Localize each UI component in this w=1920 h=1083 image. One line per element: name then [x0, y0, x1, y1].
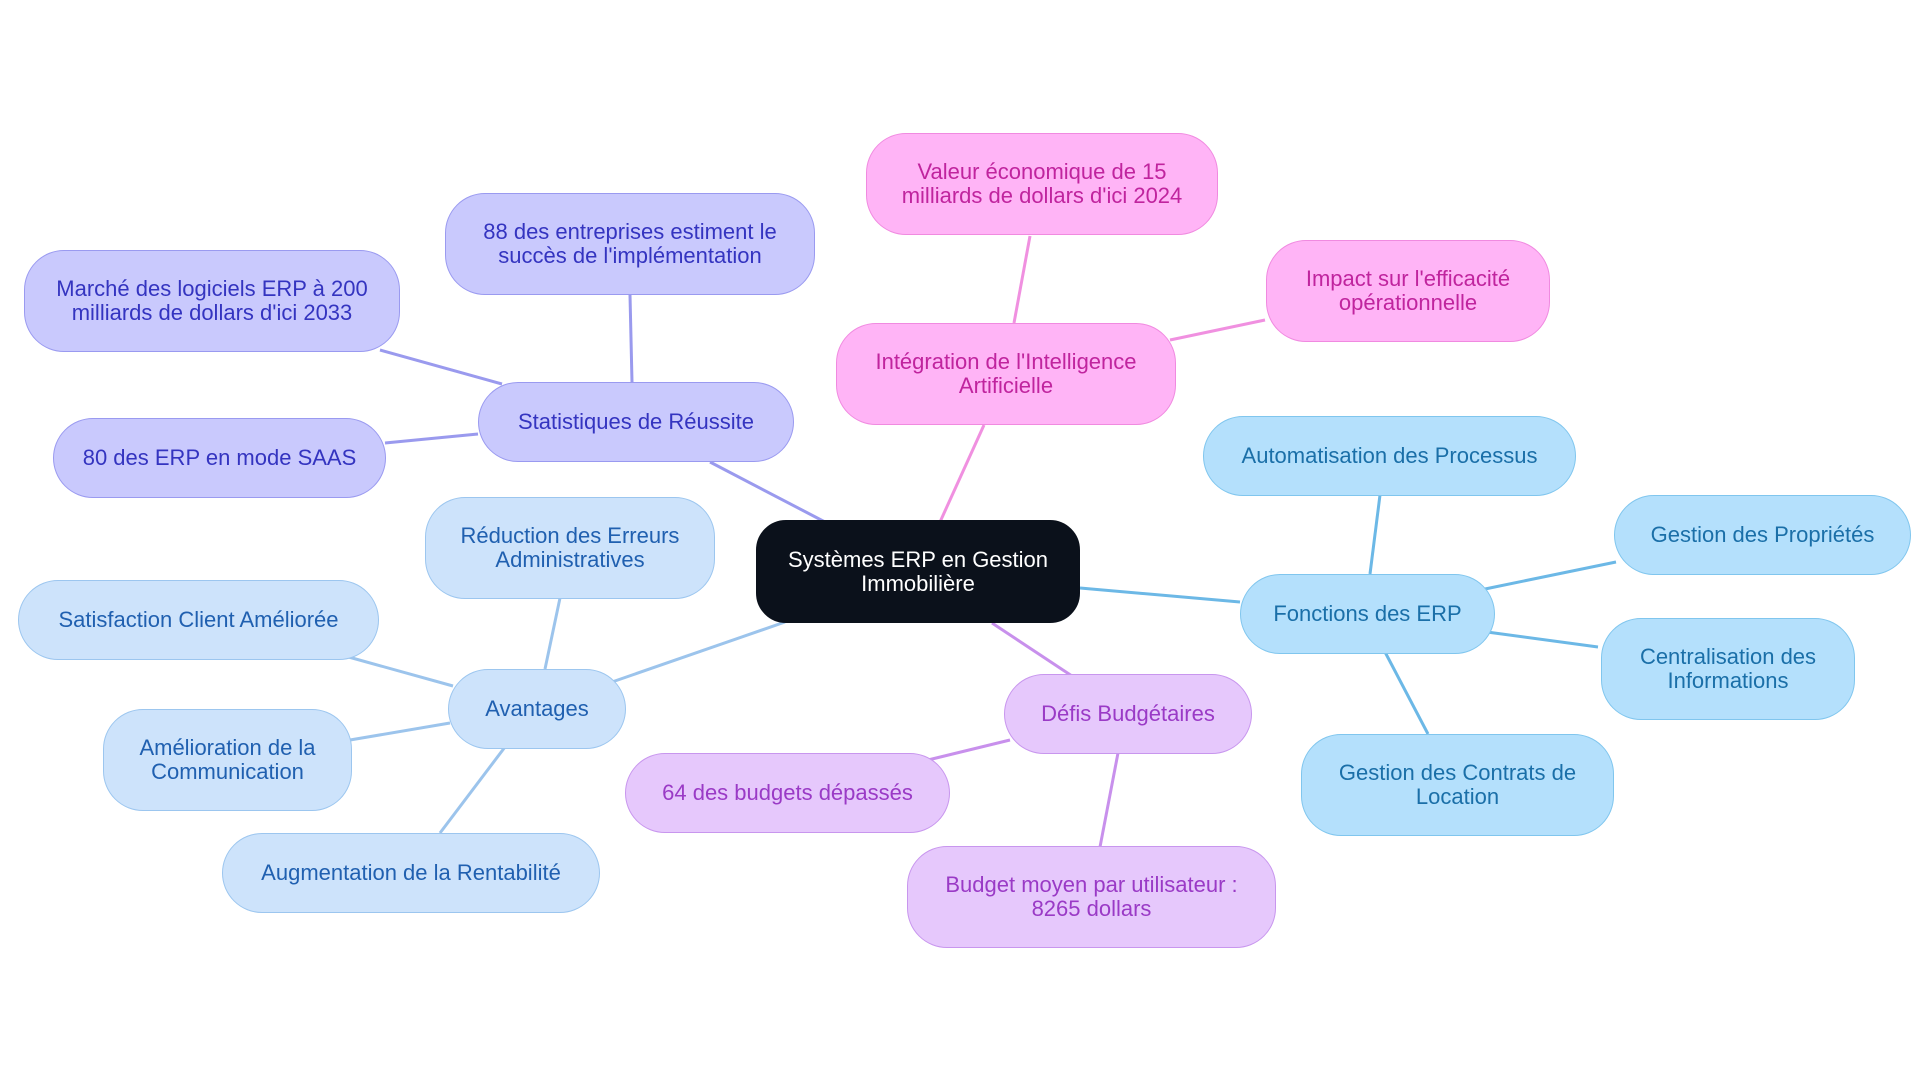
stat-implementation-success[interactable]: 88 des entreprises estiment le succès de…	[445, 193, 815, 295]
edge-root-stats	[709, 460, 826, 524]
edge-adv-4	[438, 746, 507, 834]
adv-reduction-erreurs[interactable]: Réduction des Erreurs Administratives	[425, 497, 715, 599]
edge-root-advantages	[611, 620, 786, 684]
edge-root-ai	[938, 424, 986, 523]
edge-stats-3	[384, 432, 479, 445]
edge-fn-1	[1368, 494, 1382, 575]
edge-bud-1	[927, 738, 1011, 762]
branch-fonctions[interactable]: Fonctions des ERP	[1240, 574, 1495, 654]
fn-automatisation[interactable]: Automatisation des Processus	[1203, 416, 1576, 496]
bud-depasses[interactable]: 64 des budgets dépassés	[625, 753, 950, 833]
stat-saas[interactable]: 80 des ERP en mode SAAS	[53, 418, 386, 498]
edge-root-budget	[991, 621, 1073, 678]
edge-stats-1	[628, 294, 634, 383]
fn-centralisation[interactable]: Centralisation des Informations	[1601, 618, 1855, 720]
edge-fn-2	[1484, 560, 1617, 591]
adv-communication[interactable]: Amélioration de la Communication	[103, 709, 352, 811]
ai-operational-efficiency[interactable]: Impact sur l'efficacité opérationnelle	[1266, 240, 1550, 342]
edge-stats-2	[379, 348, 503, 386]
fn-gestion-proprietes[interactable]: Gestion des Propriétés	[1614, 495, 1911, 575]
edge-fn-3	[1486, 630, 1599, 649]
edge-adv-1	[543, 597, 562, 670]
edge-ai-1	[1012, 235, 1032, 324]
stat-erp-market[interactable]: Marché des logiciels ERP à 200 milliards…	[24, 250, 400, 352]
ai-economic-value[interactable]: Valeur économique de 15 milliards de dol…	[866, 133, 1218, 235]
edge-adv-2	[344, 654, 454, 688]
edge-ai-2	[1169, 318, 1266, 342]
edge-fn-4	[1383, 651, 1430, 735]
branch-defis-budgetaires[interactable]: Défis Budgétaires	[1004, 674, 1252, 754]
edge-root-functions	[1079, 586, 1241, 604]
branch-statistiques[interactable]: Statistiques de Réussite	[478, 382, 794, 462]
branch-avantages[interactable]: Avantages	[448, 669, 626, 749]
edge-bud-2	[1098, 752, 1120, 848]
branch-intelligence-artificielle[interactable]: Intégration de l'Intelligence Artificiel…	[836, 323, 1176, 425]
adv-rentabilite[interactable]: Augmentation de la Rentabilité	[222, 833, 600, 913]
adv-satisfaction-client[interactable]: Satisfaction Client Améliorée	[18, 580, 379, 660]
bud-moyen-utilisateur[interactable]: Budget moyen par utilisateur : 8265 doll…	[907, 846, 1276, 948]
edge-adv-3	[349, 721, 451, 742]
root-node[interactable]: Systèmes ERP en Gestion Immobilière	[756, 520, 1080, 623]
fn-contrats-location[interactable]: Gestion des Contrats de Location	[1301, 734, 1614, 836]
